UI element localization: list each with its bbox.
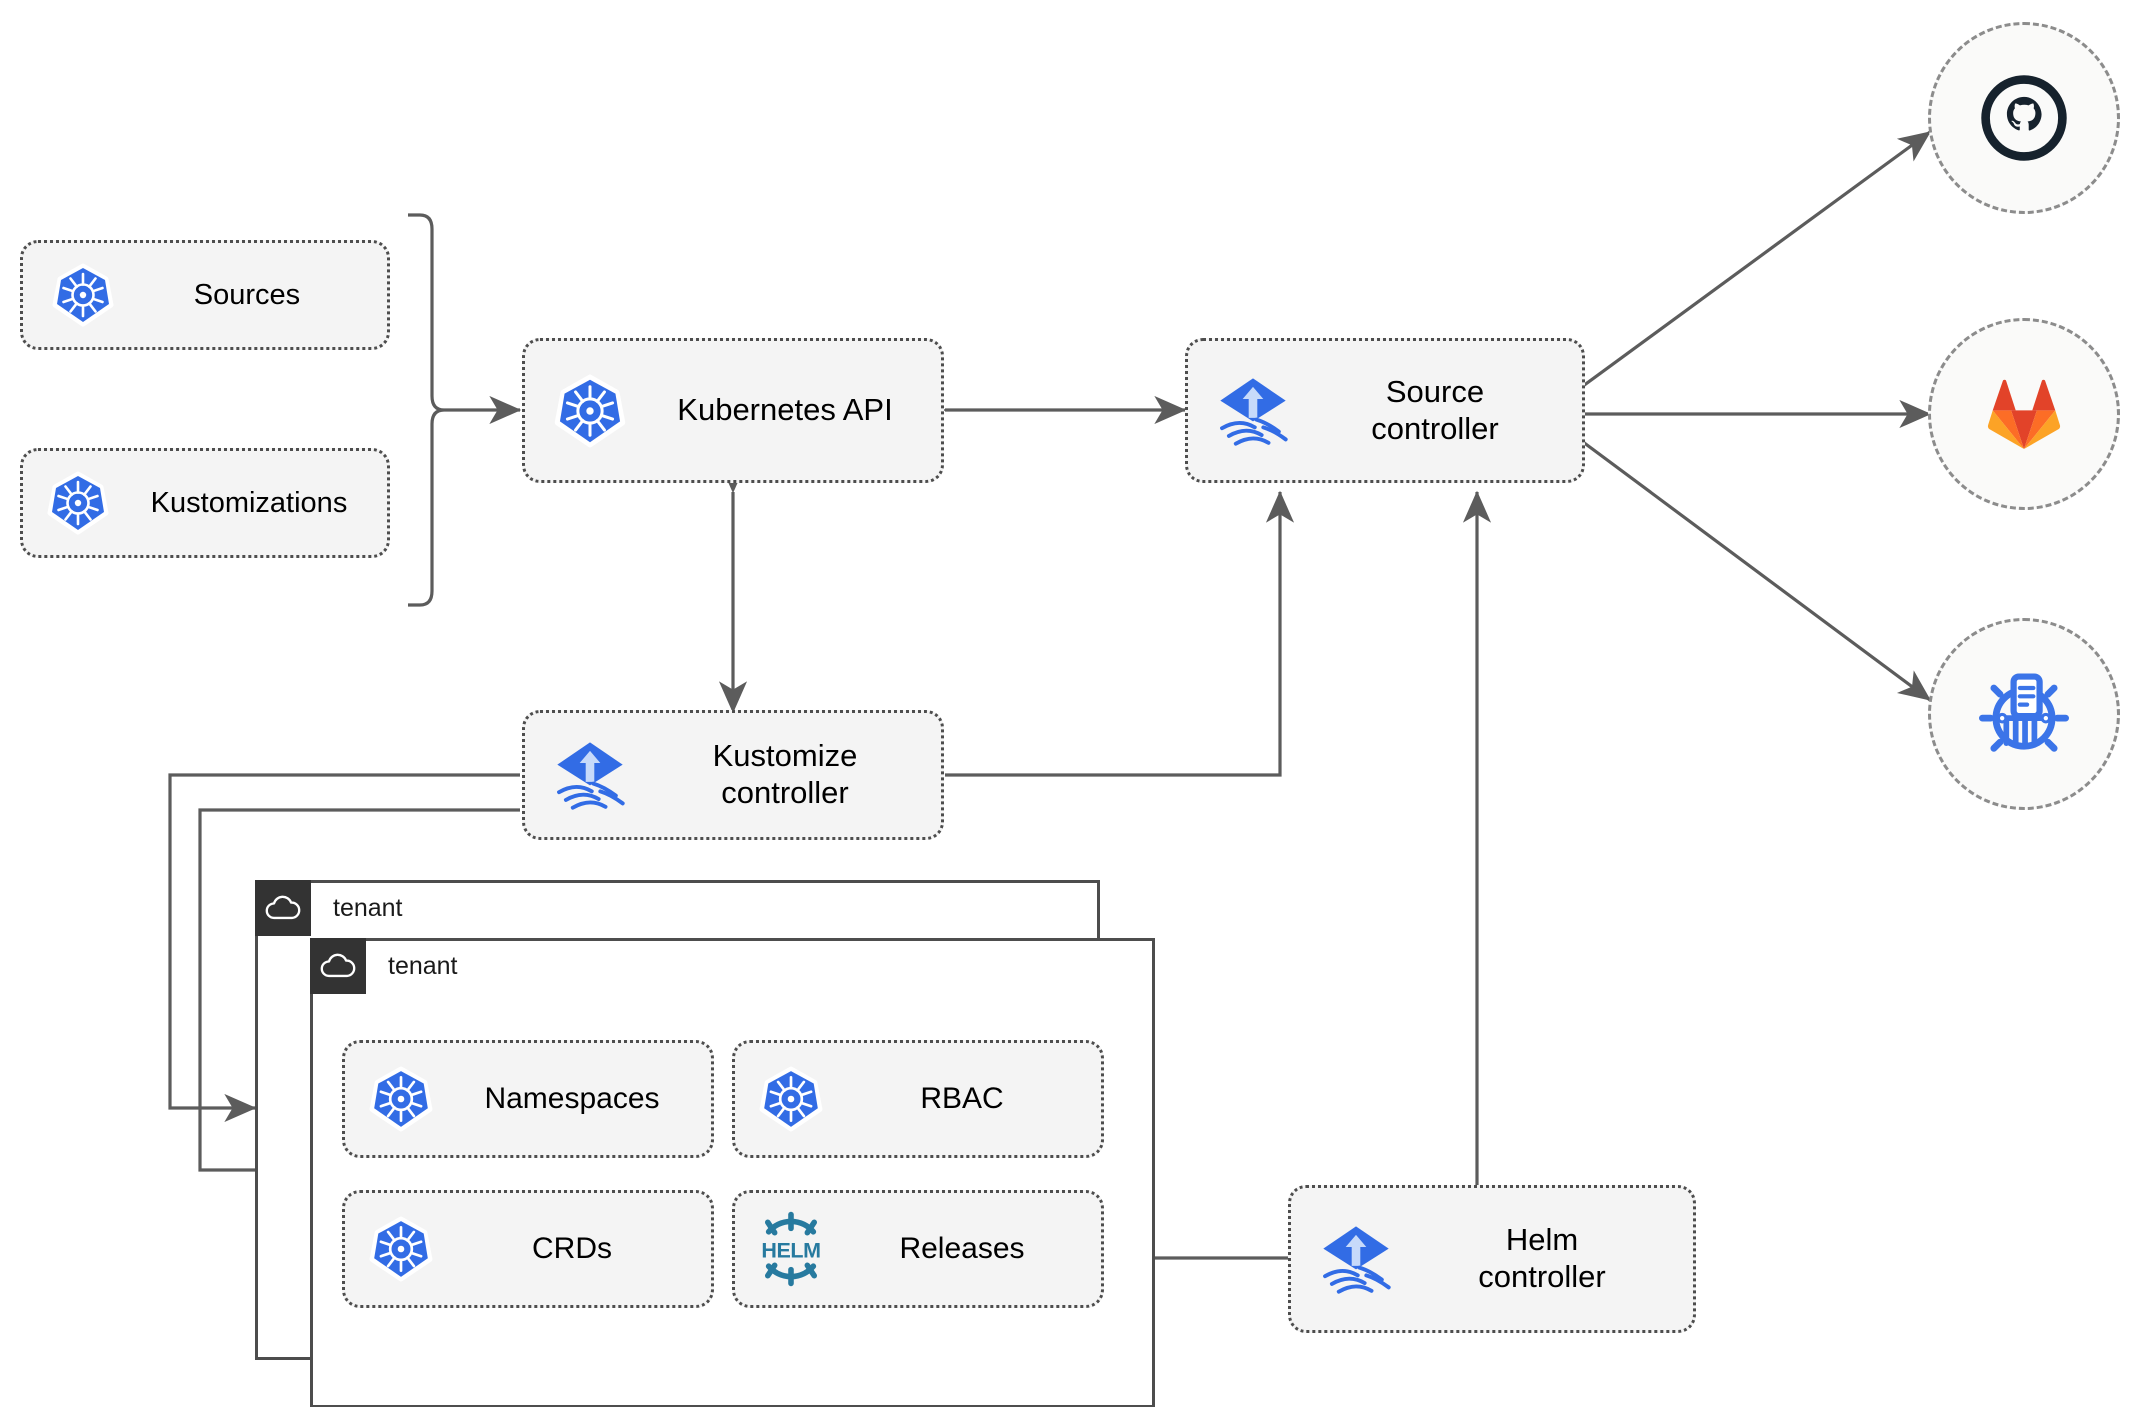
node-label: Kustomize controller — [712, 738, 858, 810]
tenant-label: tenant — [388, 951, 458, 980]
edge-kustomize-controller-source-controller — [945, 490, 1295, 777]
node-label: Kubernetes API — [677, 392, 893, 428]
group-bracket — [408, 213, 445, 607]
tenant-item-label: Releases — [899, 1232, 1025, 1266]
card-label: Kustomizations — [150, 486, 348, 519]
edge-source-controller-github — [1582, 130, 1932, 388]
card-kustomizations[interactable]: Kustomizations — [20, 448, 390, 558]
tenant-header: tenant — [310, 938, 458, 994]
tenant-item-label: Namespaces — [484, 1082, 660, 1116]
provider-github[interactable] — [1928, 22, 2120, 214]
node-label: Source controller — [1371, 373, 1499, 446]
flux-icon — [525, 732, 655, 818]
kubernetes-icon — [735, 1066, 847, 1132]
node-kubernetes-api[interactable]: Kubernetes API — [522, 338, 944, 483]
kubernetes-icon — [345, 1066, 457, 1132]
cloud-icon — [310, 938, 366, 994]
kubernetes-icon — [23, 263, 143, 327]
node-helm-controller[interactable]: Helm controller — [1288, 1185, 1696, 1333]
card-sources[interactable]: Sources — [20, 240, 390, 350]
svg-text:HELM: HELM — [761, 1239, 820, 1263]
tenant-container-front[interactable]: tenant — [310, 938, 1155, 1407]
cloud-icon — [255, 880, 311, 936]
github-icon — [1981, 75, 2067, 161]
gitlab-icon — [1987, 379, 2061, 449]
kubernetes-icon — [345, 1216, 457, 1282]
tenant-item-releases[interactable]: HELM Releases — [732, 1190, 1104, 1308]
tenant-item-namespaces[interactable]: Namespaces — [342, 1040, 714, 1158]
tenant-label: tenant — [333, 893, 403, 922]
helm-repository-icon — [1979, 673, 2069, 752]
node-label: Helm controller — [1478, 1222, 1606, 1294]
node-source-controller[interactable]: Source controller — [1185, 338, 1585, 483]
provider-helm-repository[interactable] — [1928, 618, 2120, 810]
flux-icon — [1291, 1216, 1421, 1302]
flux-icon — [1188, 368, 1318, 454]
provider-gitlab[interactable] — [1928, 318, 2120, 510]
tenant-item-label: RBAC — [920, 1082, 1004, 1116]
tenant-header: tenant — [255, 880, 403, 936]
node-kustomize-controller[interactable]: Kustomize controller — [522, 710, 944, 840]
kubernetes-icon — [525, 374, 655, 448]
kubernetes-icon — [23, 471, 133, 535]
card-label: Sources — [193, 278, 301, 311]
tenant-item-label: CRDs — [532, 1232, 612, 1266]
edge-source-controller-helm-repository — [1582, 440, 1932, 702]
tenant-item-rbac[interactable]: RBAC — [732, 1040, 1104, 1158]
tenant-item-crds[interactable]: CRDs — [342, 1190, 714, 1308]
helm-icon: HELM — [735, 1206, 847, 1292]
